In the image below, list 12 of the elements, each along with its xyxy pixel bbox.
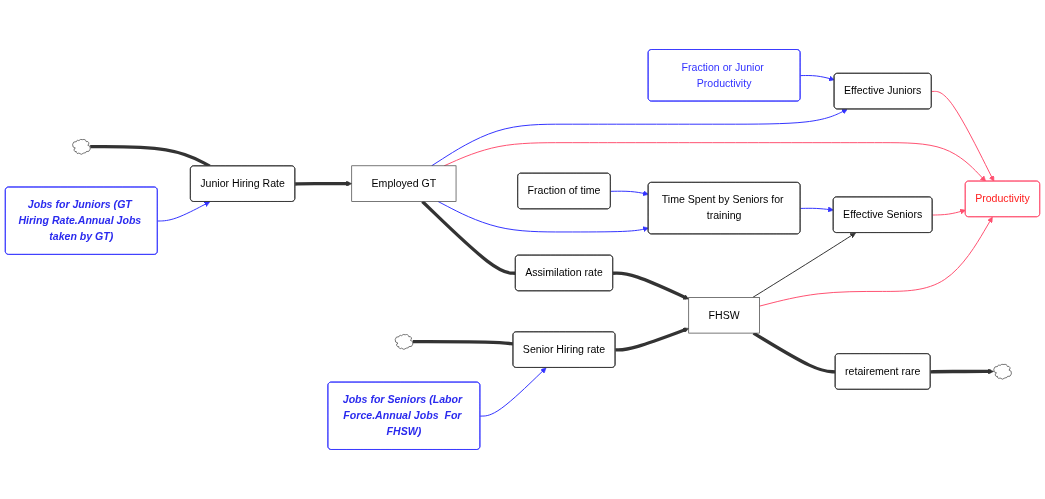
node-cloud bbox=[993, 363, 1012, 380]
arrow bbox=[615, 327, 689, 352]
connector bbox=[412, 340, 514, 346]
node-cloud bbox=[394, 334, 414, 350]
node-cloud bbox=[72, 139, 91, 155]
node-box: Employed GT bbox=[351, 165, 457, 202]
connector bbox=[752, 331, 836, 374]
connector bbox=[421, 200, 516, 275]
arrow bbox=[295, 180, 352, 187]
arrow bbox=[613, 271, 689, 300]
arrow bbox=[930, 368, 994, 375]
node-box: FHSW bbox=[688, 297, 760, 334]
